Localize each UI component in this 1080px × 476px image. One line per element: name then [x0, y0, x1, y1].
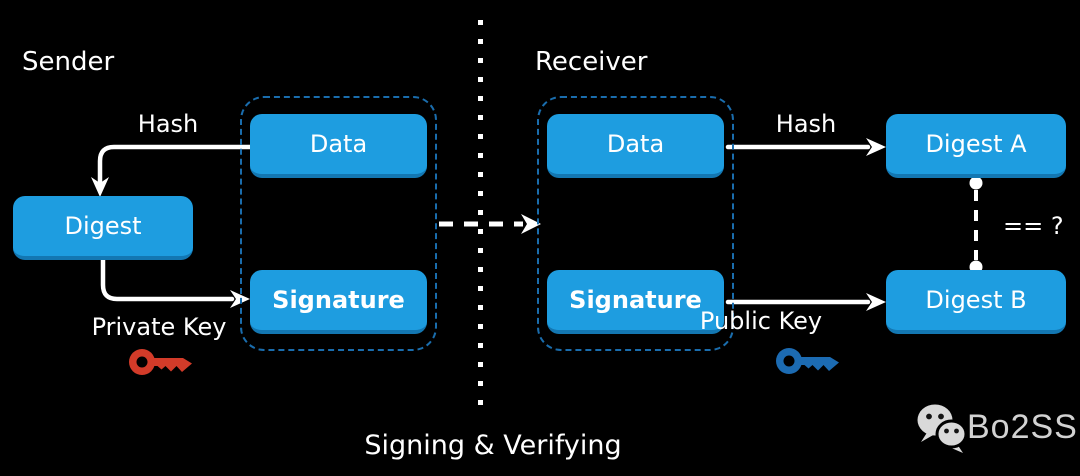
compare-equals-label: == ? — [1003, 212, 1064, 240]
digest-b-node: Digest B — [886, 270, 1066, 334]
sender-hash-label: Hash — [137, 110, 199, 138]
sender-sign-arrow — [100, 257, 250, 308]
compare-connector — [969, 176, 983, 274]
receiver-signature-node: Signature — [547, 270, 724, 334]
receiver-hash-arrow — [725, 138, 886, 156]
sender-digest-node: Digest — [13, 196, 193, 260]
private-key-label: Private Key — [91, 313, 227, 341]
private-key-icon — [129, 349, 192, 375]
receiver-message-group — [537, 96, 734, 351]
diagram-caption: Signing & Verifying — [364, 430, 622, 461]
receiver-heading: Receiver — [535, 47, 648, 77]
receiver-verify-arrow — [725, 293, 886, 311]
digest-a-node: Digest A — [886, 114, 1066, 178]
sender-signature-node: Signature — [250, 270, 427, 334]
sender-heading: Sender — [22, 47, 115, 77]
receiver-data-node: Data — [547, 114, 724, 178]
wechat-icon — [917, 404, 968, 453]
receiver-hash-label: Hash — [775, 110, 837, 138]
sender-data-node: Data — [250, 114, 427, 178]
public-key-label: Public Key — [699, 307, 823, 335]
public-key-icon — [776, 348, 839, 374]
sender-hash-arrow — [91, 144, 255, 197]
watermark-text: Bo2SS — [967, 408, 1078, 446]
sender-message-group — [240, 96, 437, 351]
transfer-dashed-arrow — [439, 214, 541, 234]
